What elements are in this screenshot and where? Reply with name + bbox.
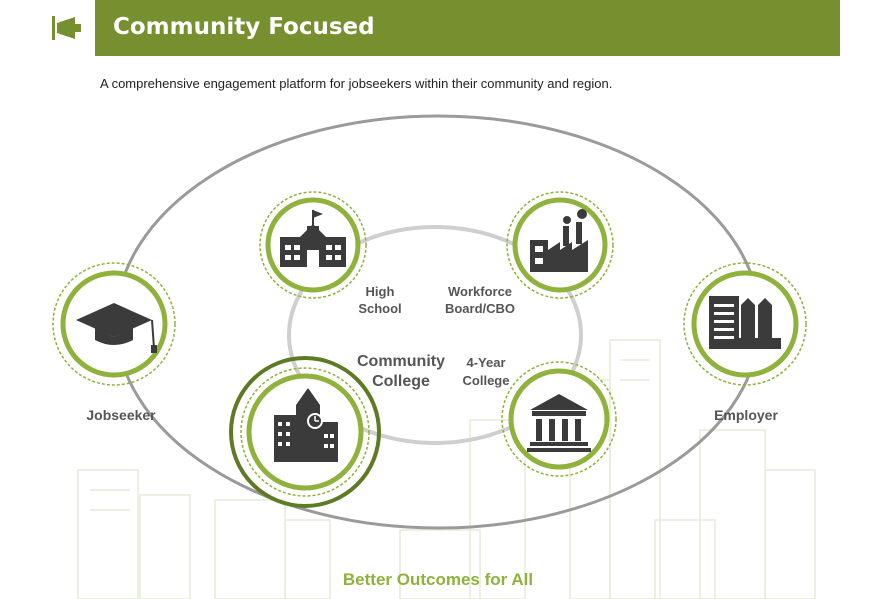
high-school-label-2: School [358, 301, 401, 316]
clock-tower-icon [274, 388, 338, 462]
high-school-label-1: High [366, 284, 395, 299]
megaphone-icon [52, 16, 81, 40]
four-year-label-2: College [463, 373, 510, 388]
footer-tagline: Better Outcomes for All [343, 570, 533, 589]
school-building-icon [280, 210, 346, 267]
employer-label: Employer [714, 407, 778, 423]
office-building-icon [709, 296, 781, 349]
jobseeker-label: Jobseeker [86, 407, 156, 423]
node-community-college[interactable] [229, 356, 381, 508]
workforce-label-2: Board/CBO [445, 301, 515, 316]
workforce-label-1: Workforce [448, 284, 512, 299]
graduation-cap-icon [76, 303, 157, 353]
inner-ring [287, 225, 583, 445]
page-title: Community Focused [113, 14, 375, 40]
node-employer[interactable] [683, 262, 807, 386]
four-year-label-1: 4-Year [466, 355, 505, 370]
outer-ring [114, 114, 762, 530]
node-jobseeker[interactable] [52, 262, 176, 386]
community-college-label-2: College [372, 373, 430, 390]
node-workforce[interactable] [506, 191, 614, 299]
node-high-school[interactable] [259, 191, 367, 299]
factory-icon [530, 209, 588, 272]
subtitle: A comprehensive engagement platform for … [100, 76, 613, 91]
city-skyline-background [77, 339, 816, 599]
columned-building-icon [527, 394, 591, 452]
community-college-label-1: Community [357, 353, 445, 370]
node-four-year-college[interactable] [501, 361, 617, 477]
header-bar: Community Focused [95, 0, 840, 56]
